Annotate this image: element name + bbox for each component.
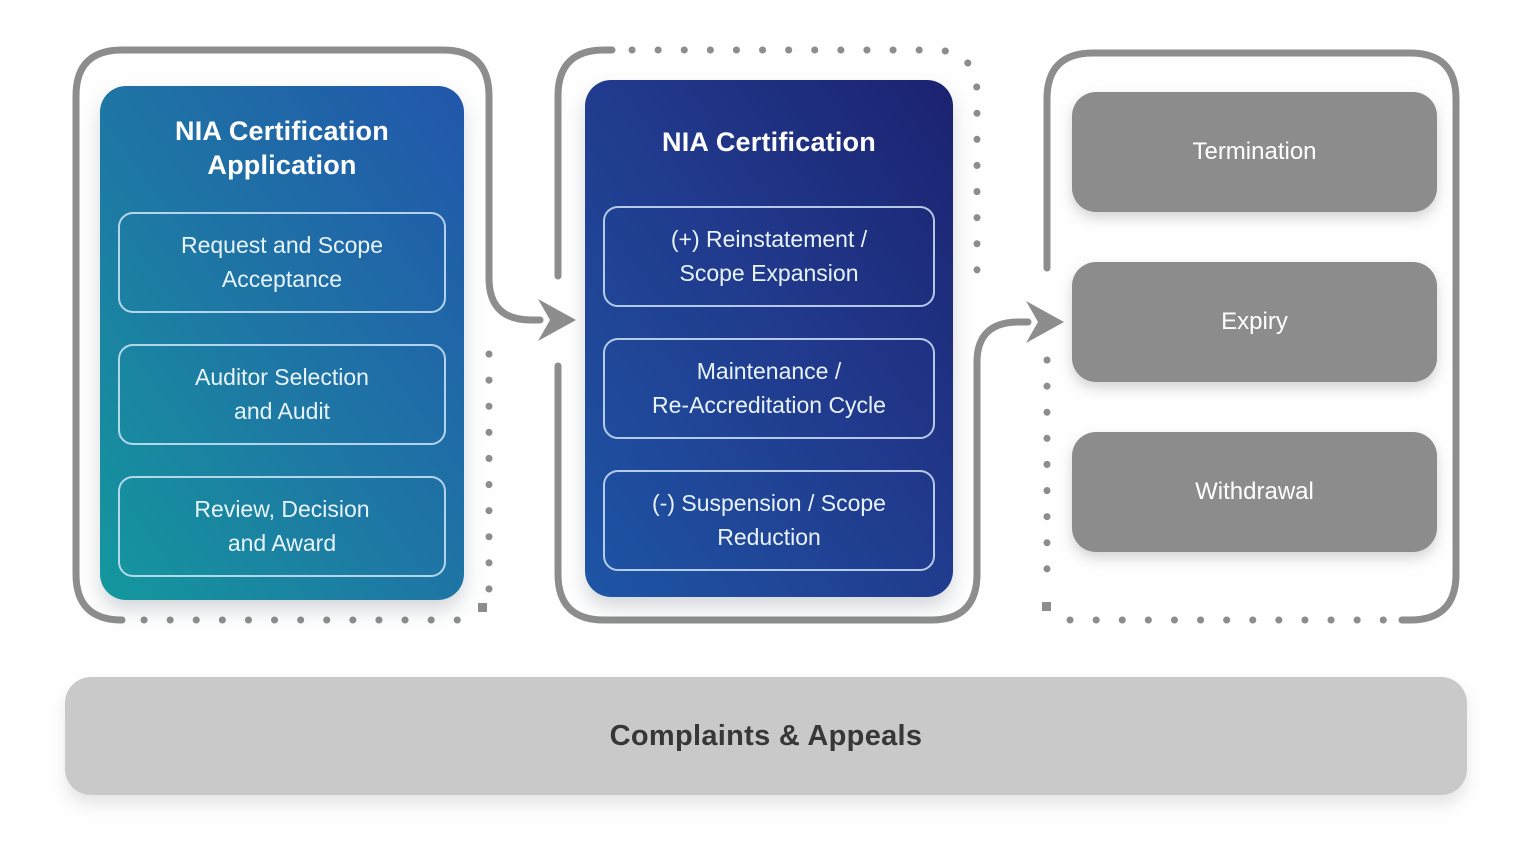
step-suspension-scope-reduction: (-) Suspension / Scope Reduction (603, 470, 935, 571)
outcome-expiry: Expiry (1072, 262, 1437, 382)
application-card-title: NIA Certification Application (175, 116, 389, 180)
step-auditor-selection-audit: Auditor Selection and Audit (118, 344, 446, 445)
certification-card-title: NIA Certification (662, 127, 876, 158)
step-request-scope-acceptance: Request and Scope Acceptance (118, 212, 446, 313)
certification-card: NIA Certification (+) Reinstatement / Sc… (585, 80, 953, 597)
certification-steps: (+) Reinstatement / Scope Expansion Main… (585, 206, 953, 571)
outcomes-panel-outline (1043, 49, 1460, 624)
complaints-appeals-bar: Complaints & Appeals (65, 677, 1467, 795)
step-maintenance-reaccreditation-cycle: Maintenance / Re-Accreditation Cycle (603, 338, 935, 439)
certification-panel-outline (554, 318, 1032, 624)
outcome-withdrawal: Withdrawal (1072, 432, 1437, 552)
application-panel-outline (72, 46, 544, 624)
certification-panel-outline-top-left (554, 46, 616, 280)
dotted-corner-dot (478, 603, 487, 612)
outcome-termination: Termination (1072, 92, 1437, 212)
step-reinstatement-scope-expansion: (+) Reinstatement / Scope Expansion (603, 206, 935, 307)
step-review-decision-award: Review, Decision and Award (118, 476, 446, 577)
arrow-right-icon (538, 299, 576, 341)
application-steps: Request and Scope Acceptance Auditor Sel… (100, 212, 464, 577)
arrow-right-icon (1026, 301, 1064, 343)
certification-panel-dotted-top-right (628, 46, 981, 296)
application-card: NIA Certification Application Request an… (100, 86, 464, 600)
dotted-corner-dot (1042, 602, 1051, 611)
